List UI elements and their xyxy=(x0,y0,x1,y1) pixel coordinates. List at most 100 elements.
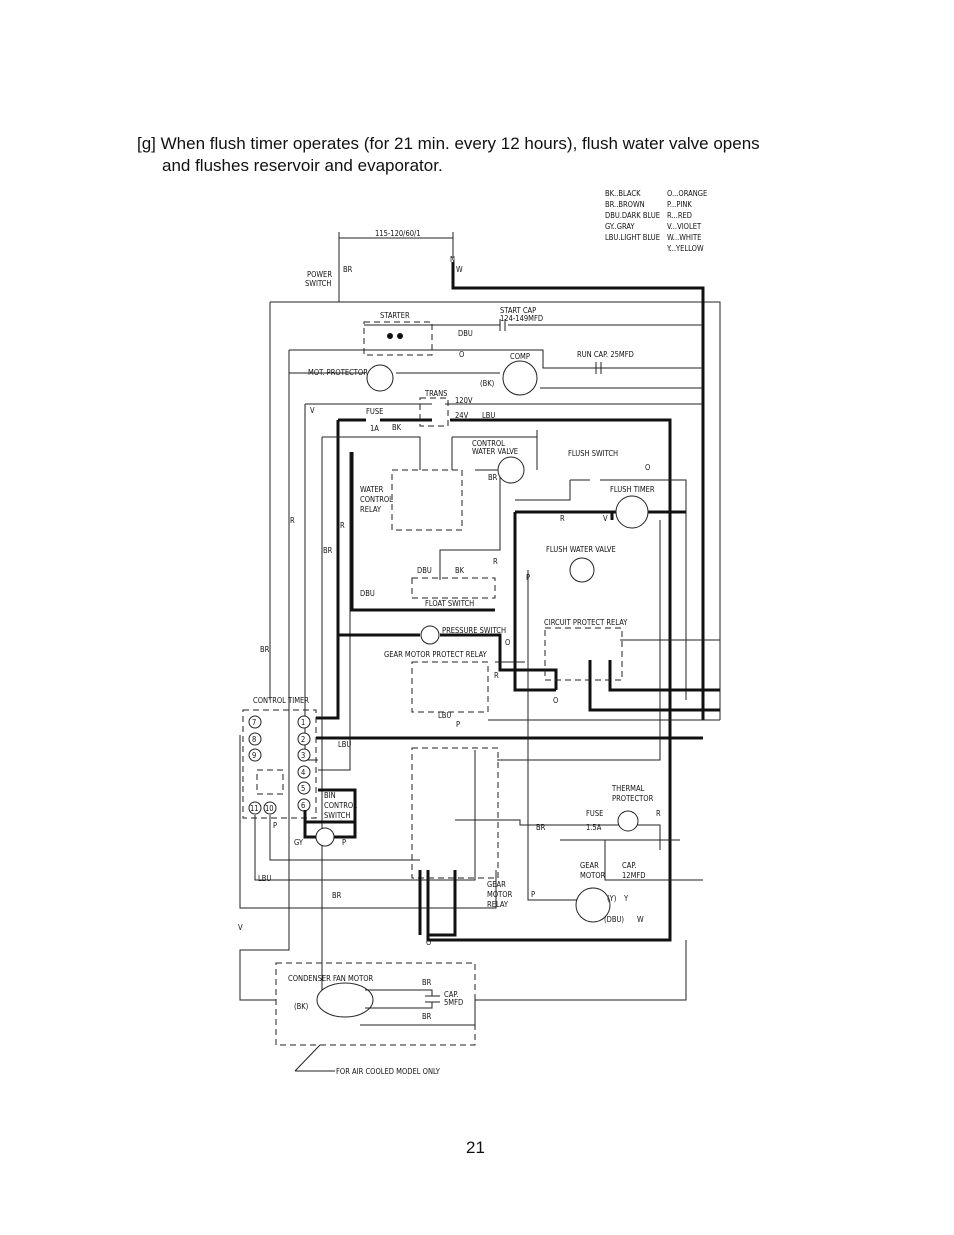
diagram-label: O xyxy=(426,938,431,947)
diagram-label: P xyxy=(531,890,535,899)
flush-timer xyxy=(615,495,649,529)
legend-item: GY..GRAY xyxy=(605,222,635,231)
diagram-label: O xyxy=(505,638,510,647)
float-switch-box xyxy=(411,577,496,599)
thermal-protector xyxy=(617,810,639,832)
control-water-valve-label: CONTROL xyxy=(472,439,505,448)
diagram-label: BR xyxy=(422,1012,432,1021)
diagram-label: V xyxy=(238,923,243,932)
diagram-label: RELAY xyxy=(487,900,509,909)
diagram-label: P xyxy=(273,821,277,830)
diagram-label: RELAY xyxy=(360,505,382,514)
wire-v xyxy=(304,403,703,761)
pressure-switch-label: PRESSURE SWITCH xyxy=(442,626,506,635)
cap-5mfd-label: CAP. xyxy=(444,990,458,999)
legend-item: LBU.LIGHT BLUE xyxy=(605,233,660,242)
float-switch-label: FLOAT SWITCH xyxy=(425,599,474,608)
control-water-valve xyxy=(497,456,525,484)
diagram-label: P xyxy=(456,720,460,729)
legend-item: V...VIOLET xyxy=(667,222,702,231)
gear-motor-relay-label: GEAR xyxy=(487,880,506,889)
wire-p xyxy=(488,570,720,901)
diagram-label: (Y) xyxy=(607,894,617,903)
diagram-label: W xyxy=(456,265,463,274)
control-timer-label: CONTROL TIMER xyxy=(253,696,309,705)
diagram-label: R xyxy=(494,671,499,680)
diagram-label: MOTOR xyxy=(580,871,606,880)
transformer-label: TRANS xyxy=(424,389,447,398)
diagram-label: WATER VALVE xyxy=(472,447,518,456)
flush-timer-label: FLUSH TIMER xyxy=(610,485,655,494)
diagram-label: LBU xyxy=(438,711,451,720)
supply-label: 115-120/60/1 xyxy=(375,229,421,238)
diagram-label: R xyxy=(340,521,345,530)
power-switch-label: POWER xyxy=(307,270,332,279)
motor-protector-label: MOT. PROTECTOR xyxy=(308,368,368,377)
diagram-label: 1A xyxy=(370,424,379,433)
wire-r xyxy=(321,436,421,1000)
legend-item: BR..BROWN xyxy=(605,200,645,209)
flush-water-valve-label: FLUSH WATER VALVE xyxy=(546,545,616,554)
diagram-label: 11 xyxy=(250,804,259,813)
diagram-label: SWITCH xyxy=(324,811,350,820)
wire-br-main xyxy=(269,300,721,720)
diagram-label: BR xyxy=(332,891,342,900)
diagram-label: O xyxy=(459,350,464,359)
legend-item: W...WHITE xyxy=(667,233,701,242)
diagram-label: BR xyxy=(422,978,432,987)
wire-flush-switch xyxy=(515,479,687,700)
condenser-fan-motor-box xyxy=(275,962,476,1046)
diagram-label: 5MFD xyxy=(444,998,463,1007)
diagram-label: 1.5A xyxy=(586,823,602,832)
wire-gear xyxy=(560,839,703,881)
compressor-label: COMP xyxy=(510,352,530,361)
gear-motor-protect-relay-label: GEAR MOTOR PROTECT RELAY xyxy=(384,650,488,659)
wire-br2 xyxy=(318,452,501,771)
condenser-fan-motor-label: CONDENSER FAN MOTOR xyxy=(288,974,374,983)
fuse-label: FUSE xyxy=(366,407,383,416)
gear-motor xyxy=(575,887,611,923)
diagram-label: N xyxy=(450,255,455,264)
flush-water-valve xyxy=(569,557,595,583)
diagram-label: V xyxy=(603,514,608,523)
legend-item: DBU.DARK BLUE xyxy=(605,211,660,220)
note-arrow xyxy=(294,1044,335,1072)
diagram-label: 7 xyxy=(252,718,256,727)
air-cooled-note: FOR AIR COOLED MODEL ONLY xyxy=(336,1067,441,1076)
diagram-label: BR xyxy=(488,473,498,482)
diagram-label: 8 xyxy=(252,735,256,744)
diagram-label: 5 xyxy=(301,784,305,793)
heading-line-1: [g] When flush timer operates (for 21 mi… xyxy=(137,134,760,153)
starter-box xyxy=(363,321,433,356)
diagram-label: W xyxy=(637,915,644,924)
diagram-label: 2 xyxy=(301,735,305,744)
start-cap-label: START CAP xyxy=(500,306,536,315)
diagram-label: 3 xyxy=(301,751,305,760)
wire-lbu-br xyxy=(239,735,497,909)
diagram-label: (DBU) xyxy=(604,915,624,924)
diagram-label: 6 xyxy=(301,801,305,810)
diagram-label: R xyxy=(656,809,661,818)
diagram-label: R xyxy=(560,514,565,523)
diagram-label: Y xyxy=(623,894,629,903)
gear-motor-protect-relay-box xyxy=(411,661,489,713)
thermal-protector-label: THERMAL xyxy=(611,784,645,793)
water-control-relay-box xyxy=(391,469,463,531)
gear-motor-relay-box xyxy=(411,747,499,879)
diagram-label: V xyxy=(310,406,315,415)
legend-item: Y...YELLOW xyxy=(666,244,704,253)
run-cap-label: RUN CAP. 25MFD xyxy=(577,350,634,359)
diagram-label: (BK) xyxy=(294,1002,309,1011)
diagram-label: LBU xyxy=(482,411,495,420)
capacitor-plates xyxy=(499,319,602,374)
wire-comp xyxy=(289,367,703,389)
diagram-label: BR xyxy=(260,645,270,654)
diagram-label: CONTROL xyxy=(324,801,357,810)
heading-line-2: and flushes reservoir and evaporator. xyxy=(162,156,443,175)
wire-lbu-thick xyxy=(338,418,672,942)
bin-control-switch xyxy=(315,827,335,847)
wire-w-main xyxy=(451,262,705,720)
timer-switch-box xyxy=(256,769,284,795)
legend-item: R...RED xyxy=(667,211,692,220)
wire-flush-timer xyxy=(513,510,686,692)
